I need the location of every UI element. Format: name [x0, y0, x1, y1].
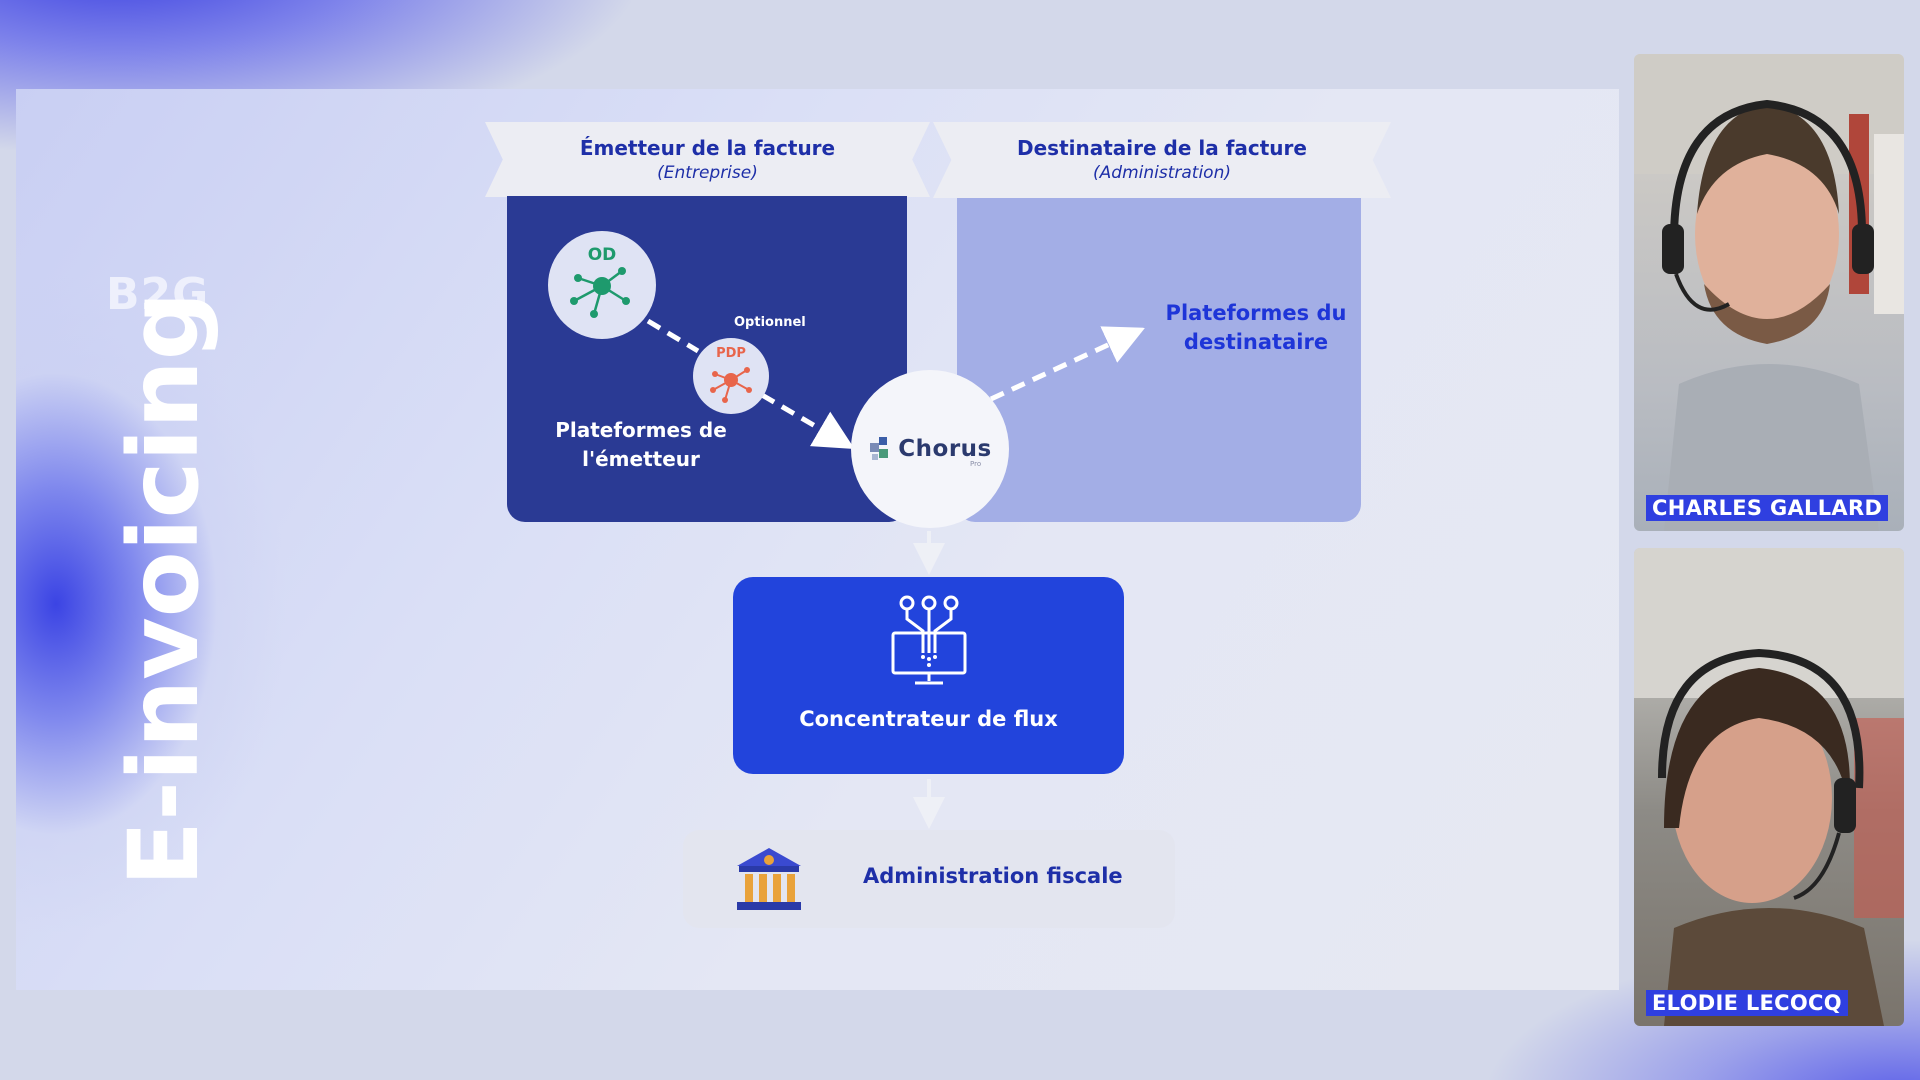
recipient-platform-label: Plateformes du destinataire — [1165, 301, 1347, 354]
flow-concentrator: Concentrateur de flux — [733, 577, 1124, 774]
emitter-title: Émetteur de la facture — [579, 136, 836, 160]
participant-video-feed — [1634, 54, 1904, 531]
recipient-title: Destinataire de la facture — [1017, 136, 1307, 160]
participant-name-tag: ELODIE LECOCQ — [1646, 990, 1848, 1016]
recipient-panel — [957, 198, 1361, 522]
chorus-label: Chorus — [898, 436, 992, 462]
pdp-node: PDP — [693, 338, 769, 414]
bank-icon — [737, 848, 801, 910]
recipient-banner: Destinataire de la facture (Administrati… — [933, 122, 1391, 198]
concentrator-label: Concentrateur de flux — [799, 707, 1058, 731]
network-icon — [570, 267, 630, 318]
participant-video-tile[interactable]: ELODIE LECOCQ — [1634, 548, 1904, 1026]
slide-category-label: B2G — [106, 269, 210, 320]
od-label: OD — [587, 245, 617, 265]
chorus-to-recipient-arrow — [989, 326, 1146, 402]
flow-arrows — [646, 318, 1146, 829]
tax-administration-label: Administration fiscale — [863, 864, 1123, 888]
recipient-subtitle: (Administration) — [1093, 163, 1231, 183]
pdp-to-chorus-arrow — [760, 392, 855, 450]
od-node: OD — [548, 231, 656, 339]
participant-video-feed — [1634, 548, 1904, 1026]
presentation-slide: B2G E-invoicing Émetteur de la facture (… — [16, 89, 1619, 990]
emitter-subtitle: (Entreprise) — [657, 163, 758, 183]
chorus-logo: Chorus — [868, 435, 991, 463]
participant-name-tag: CHARLES GALLARD — [1646, 495, 1889, 521]
data-hub-icon — [891, 595, 967, 685]
pdp-label: PDP — [716, 346, 746, 361]
chorus-sublabel: Pro — [970, 460, 982, 468]
od-to-pdp-arrow — [646, 318, 700, 354]
emitter-platform-label: Plateformes de l'émetteur — [555, 418, 727, 471]
participant-video-tile[interactable]: CHARLES GALLARD — [1634, 54, 1904, 531]
optional-label: Optionnel — [734, 315, 806, 330]
emitter-banner: Émetteur de la facture (Entreprise) — [485, 122, 930, 197]
tax-administration: Administration fiscale — [683, 830, 1175, 928]
chorus-hub: Chorus Pro — [851, 370, 1009, 528]
chorus-logo-icon — [870, 437, 889, 460]
network-icon — [710, 367, 752, 403]
